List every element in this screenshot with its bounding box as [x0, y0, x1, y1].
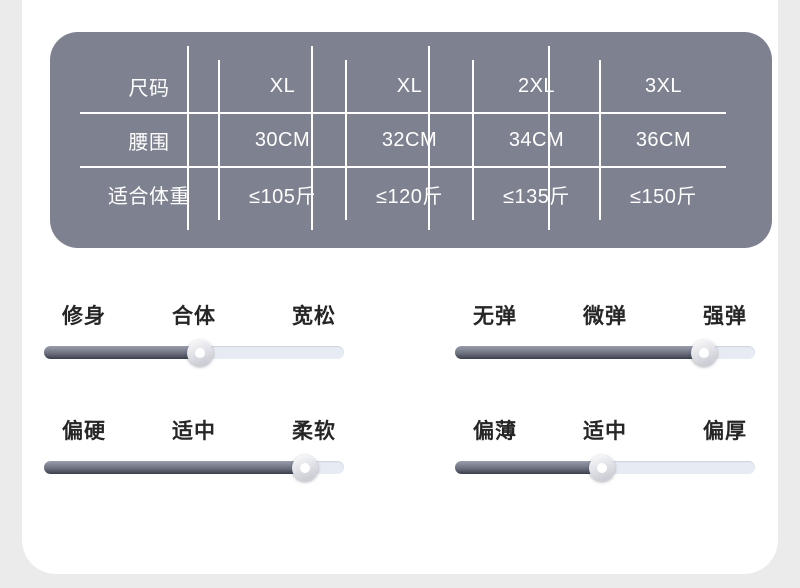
slider-fill-fit	[44, 346, 200, 359]
row-header-size: 尺码	[128, 77, 170, 100]
slider-knob-thickness[interactable]	[589, 454, 615, 481]
slider-fill-thickness	[455, 461, 602, 474]
size-chart-panel: 尺码 XL XL 2XL 3XL 腰围 30CM 32CM 34CM 36CM …	[50, 32, 772, 248]
table-row: 适合体重 ≤105斤 ≤120斤 ≤135斤 ≤150斤	[80, 166, 726, 220]
slider-label-start-fit: 修身	[62, 305, 106, 328]
attribute-slider-elasticity: 无弹 微弹 强弹	[455, 300, 765, 366]
attribute-slider-thickness: 偏薄 适中 偏厚	[455, 415, 765, 481]
slider-knob-softness[interactable]	[292, 454, 318, 481]
attribute-slider-softness: 偏硬 适中 柔软	[44, 415, 354, 481]
slider-track-elasticity[interactable]	[455, 339, 755, 366]
cell-size-4: 3XL	[599, 60, 726, 113]
slider-label-end-elasticity: 强弹	[703, 305, 747, 328]
slider-track-softness[interactable]	[44, 454, 344, 481]
attribute-slider-fit: 修身 合体 宽松	[44, 300, 354, 366]
slider-track-fit[interactable]	[44, 339, 344, 366]
cell-weight-4: ≤150斤	[599, 166, 726, 220]
slider-track-thickness[interactable]	[455, 454, 755, 481]
table-row: 尺码 XL XL 2XL 3XL	[80, 60, 726, 113]
slider-label-start-thickness: 偏薄	[473, 420, 517, 443]
slider-label-mid-fit: 合体	[172, 305, 216, 328]
slider-labels-fit: 修身 合体 宽松	[44, 300, 344, 334]
slider-label-start-softness: 偏硬	[62, 420, 106, 443]
row-header-weight: 适合体重	[80, 166, 219, 220]
cell-size-3: 2XL	[472, 60, 600, 113]
slider-knob-elasticity[interactable]	[691, 339, 717, 366]
slider-label-start-elasticity: 无弹	[473, 305, 517, 328]
slider-labels-thickness: 偏薄 适中 偏厚	[455, 415, 755, 449]
slider-label-end-thickness: 偏厚	[703, 420, 747, 443]
cell-waist-3: 34CM	[472, 112, 600, 167]
slider-labels-softness: 偏硬 适中 柔软	[44, 415, 344, 449]
cell-waist-2: 32CM	[345, 112, 473, 167]
cell-size-2: XL	[345, 60, 473, 113]
slider-labels-elasticity: 无弹 微弹 强弹	[455, 300, 755, 334]
slider-fill-elasticity	[455, 346, 704, 359]
slider-label-mid-elasticity: 微弹	[583, 305, 627, 328]
cell-weight-1: ≤105斤	[218, 166, 346, 220]
table-row: 腰围 30CM 32CM 34CM 36CM	[80, 112, 726, 167]
slider-label-mid-softness: 适中	[172, 420, 216, 443]
cell-waist-4: 36CM	[599, 112, 726, 167]
slider-knob-fit[interactable]	[187, 339, 213, 366]
slider-fill-softness	[44, 461, 305, 474]
cell-size-1: XL	[218, 60, 346, 113]
row-header-waist: 腰围	[80, 112, 219, 167]
slider-label-mid-thickness: 适中	[583, 420, 627, 443]
slider-label-end-fit: 宽松	[292, 305, 336, 328]
slider-label-end-softness: 柔软	[292, 420, 336, 443]
size-chart-table: 尺码 XL XL 2XL 3XL 腰围 30CM 32CM 34CM 36CM …	[80, 60, 726, 220]
cell-waist-1: 30CM	[218, 112, 346, 167]
cell-weight-2: ≤120斤	[345, 166, 473, 220]
product-detail-card: 尺码 XL XL 2XL 3XL 腰围 30CM 32CM 34CM 36CM …	[22, 0, 778, 574]
cell-weight-3: ≤135斤	[472, 166, 600, 220]
